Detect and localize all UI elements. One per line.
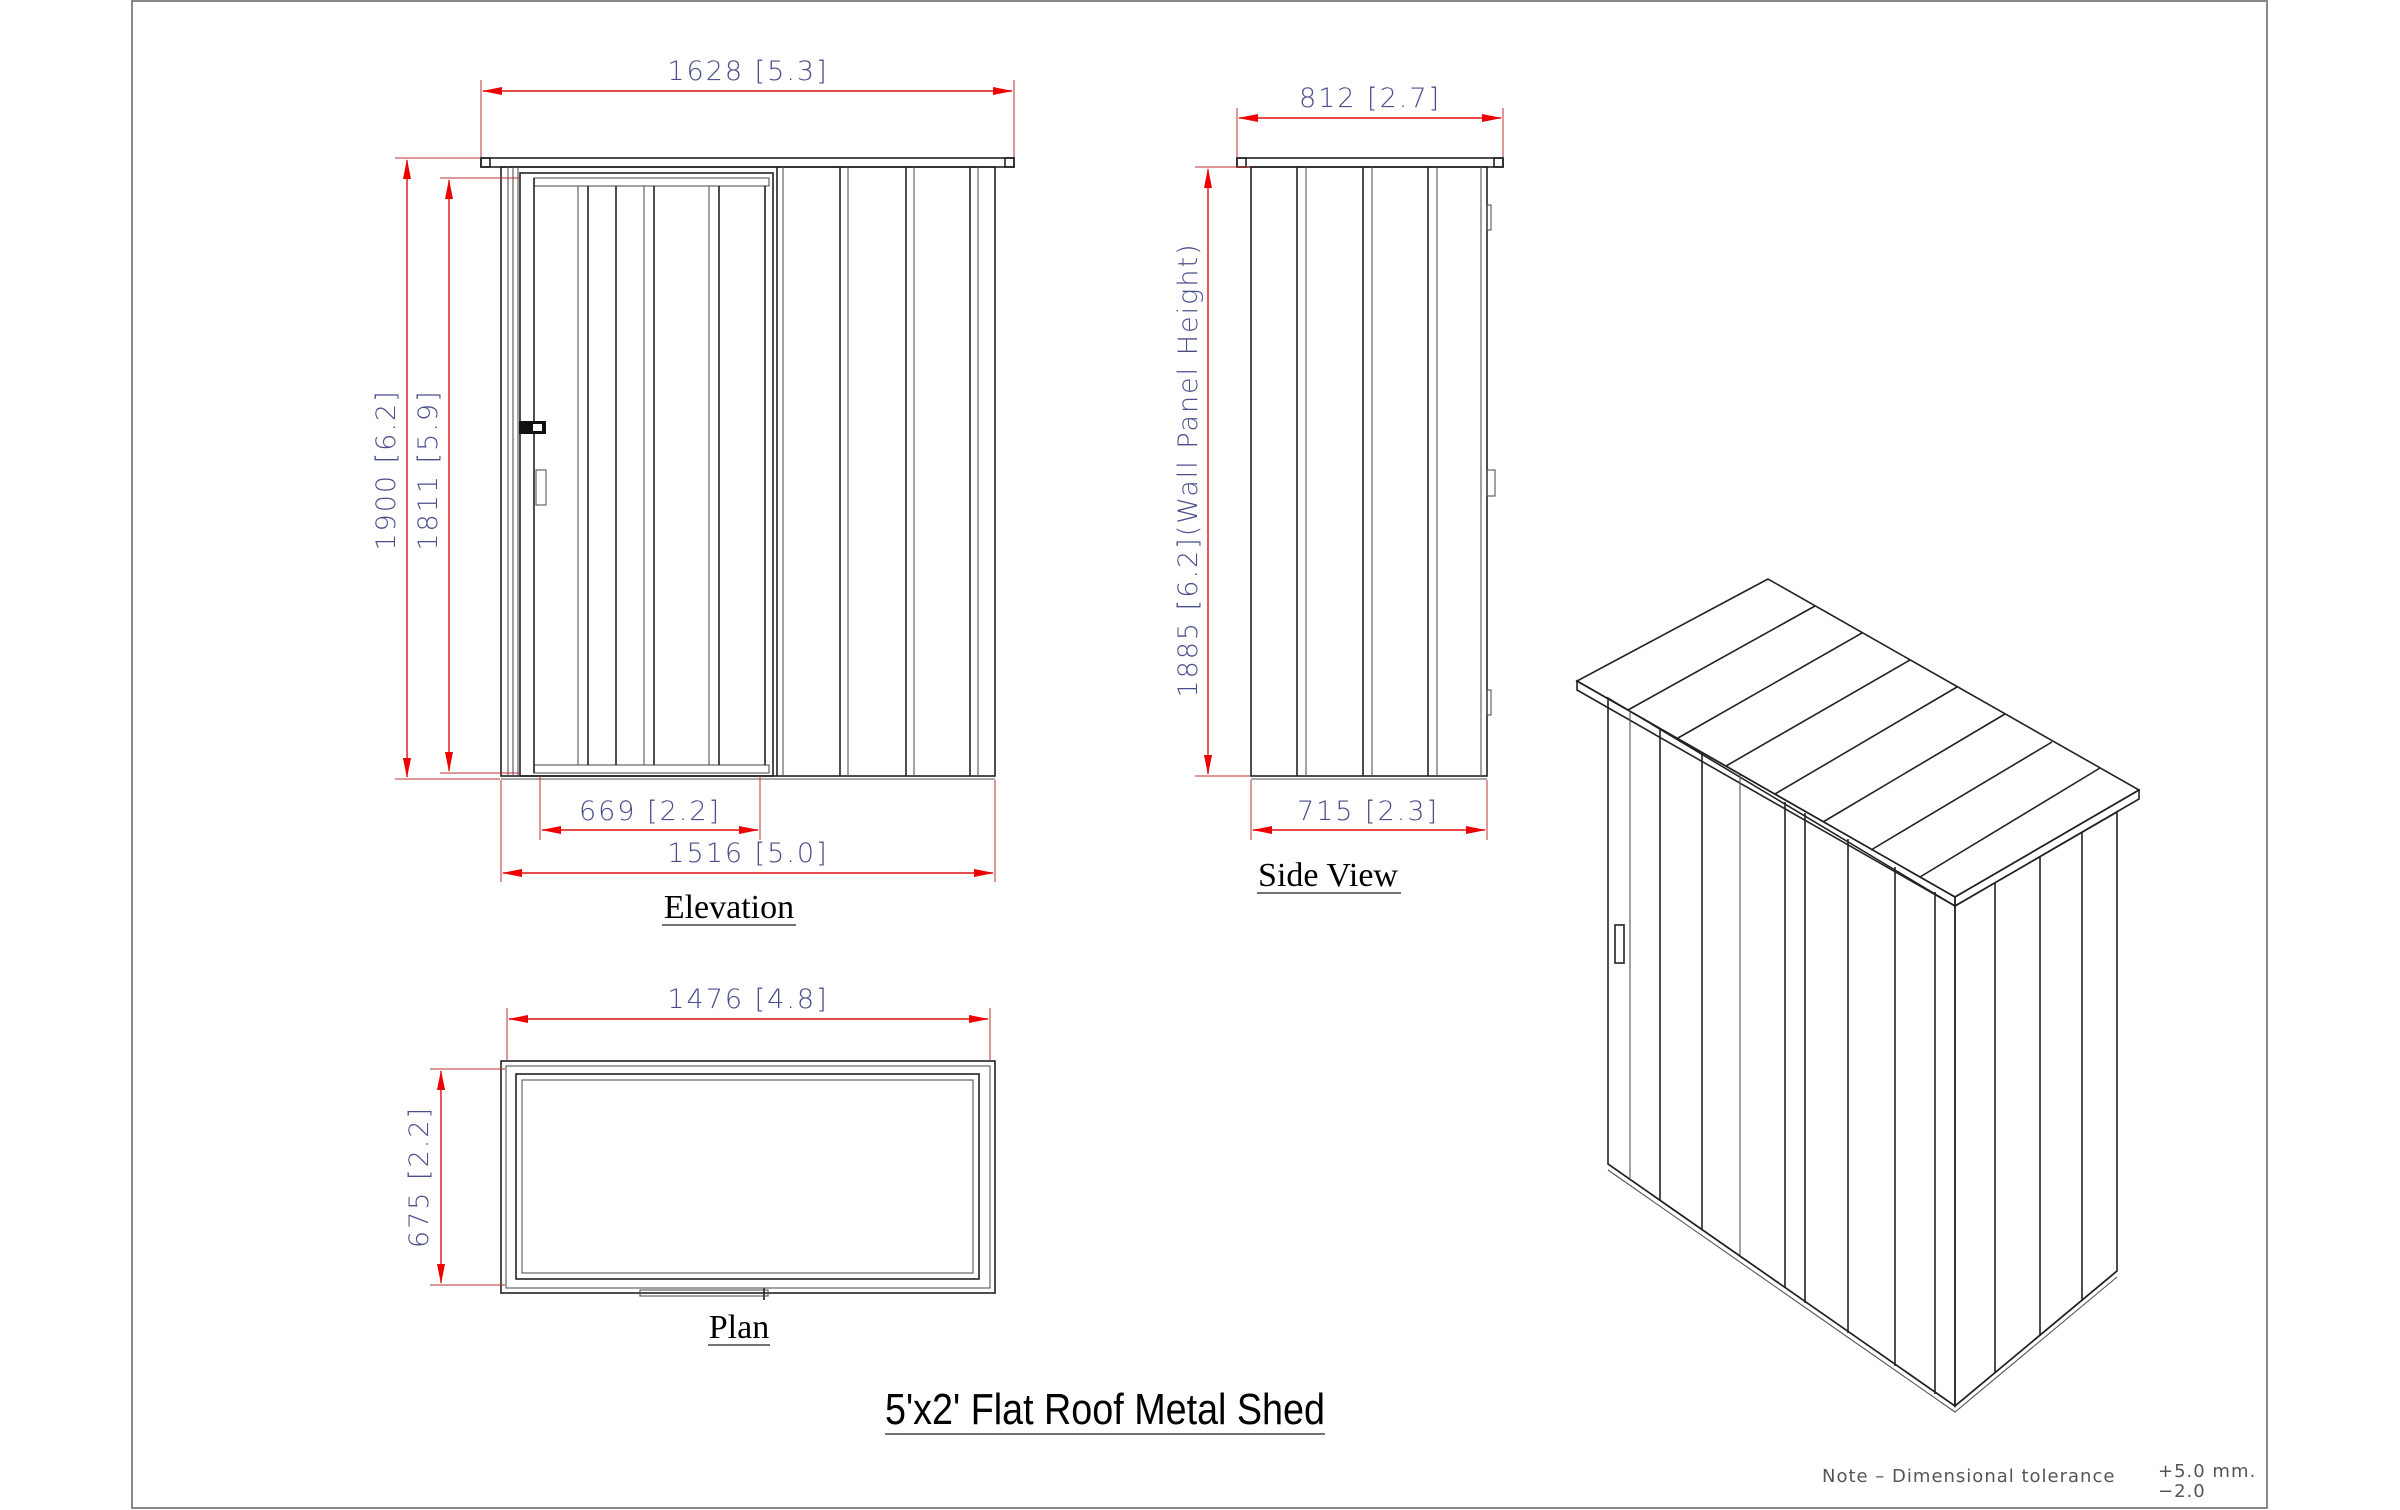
dim-base-width: 1516 [5.0]	[667, 838, 828, 869]
dim-plan-width: 1476 [4.8]	[667, 984, 828, 1015]
dim-door-width: 669 [2.2]	[579, 796, 721, 827]
dim-wall-panel-height: 1885 [6.2](Wall Panel Height)	[1173, 242, 1204, 697]
side-view: 812 [2.7] 1885 [6.2](Wall Panel Height) …	[1173, 83, 1504, 894]
drawing-title: 5'x2' Flat Roof Metal Shed	[885, 1385, 1325, 1434]
elevation-view: 1628 [5.3] 1900 [6.2] 1811 [5.9] 669 [2.…	[371, 56, 1015, 926]
isometric-view	[1575, 578, 2141, 1413]
dim-base-depth: 715 [2.3]	[1297, 796, 1439, 827]
dim-door-height: 1811 [5.9]	[413, 389, 444, 550]
tolerance-minus: −2.0	[2158, 1481, 2206, 1502]
dim-roof-depth: 812 [2.7]	[1299, 83, 1441, 114]
plan-view: 1476 [4.8] 675 [2.2] Plan	[404, 984, 996, 1346]
door	[519, 172, 774, 777]
plan-label: Plan	[709, 1309, 769, 1346]
sheet-border	[131, 0, 2268, 1509]
dim-overall-height: 1900 [6.2]	[371, 389, 402, 550]
side-view-label: Side View	[1258, 857, 1398, 894]
tolerance-note: Note – Dimensional tolerance	[1822, 1466, 2115, 1487]
isometric-door-handle-icon	[1614, 924, 1625, 964]
dim-plan-depth: 675 [2.2]	[404, 1106, 435, 1248]
dim-roof-width: 1628 [5.3]	[667, 56, 828, 87]
tolerance-plus: +5.0 mm.	[2158, 1461, 2256, 1482]
elevation-label: Elevation	[664, 889, 794, 926]
door-handle-icon	[535, 469, 547, 506]
